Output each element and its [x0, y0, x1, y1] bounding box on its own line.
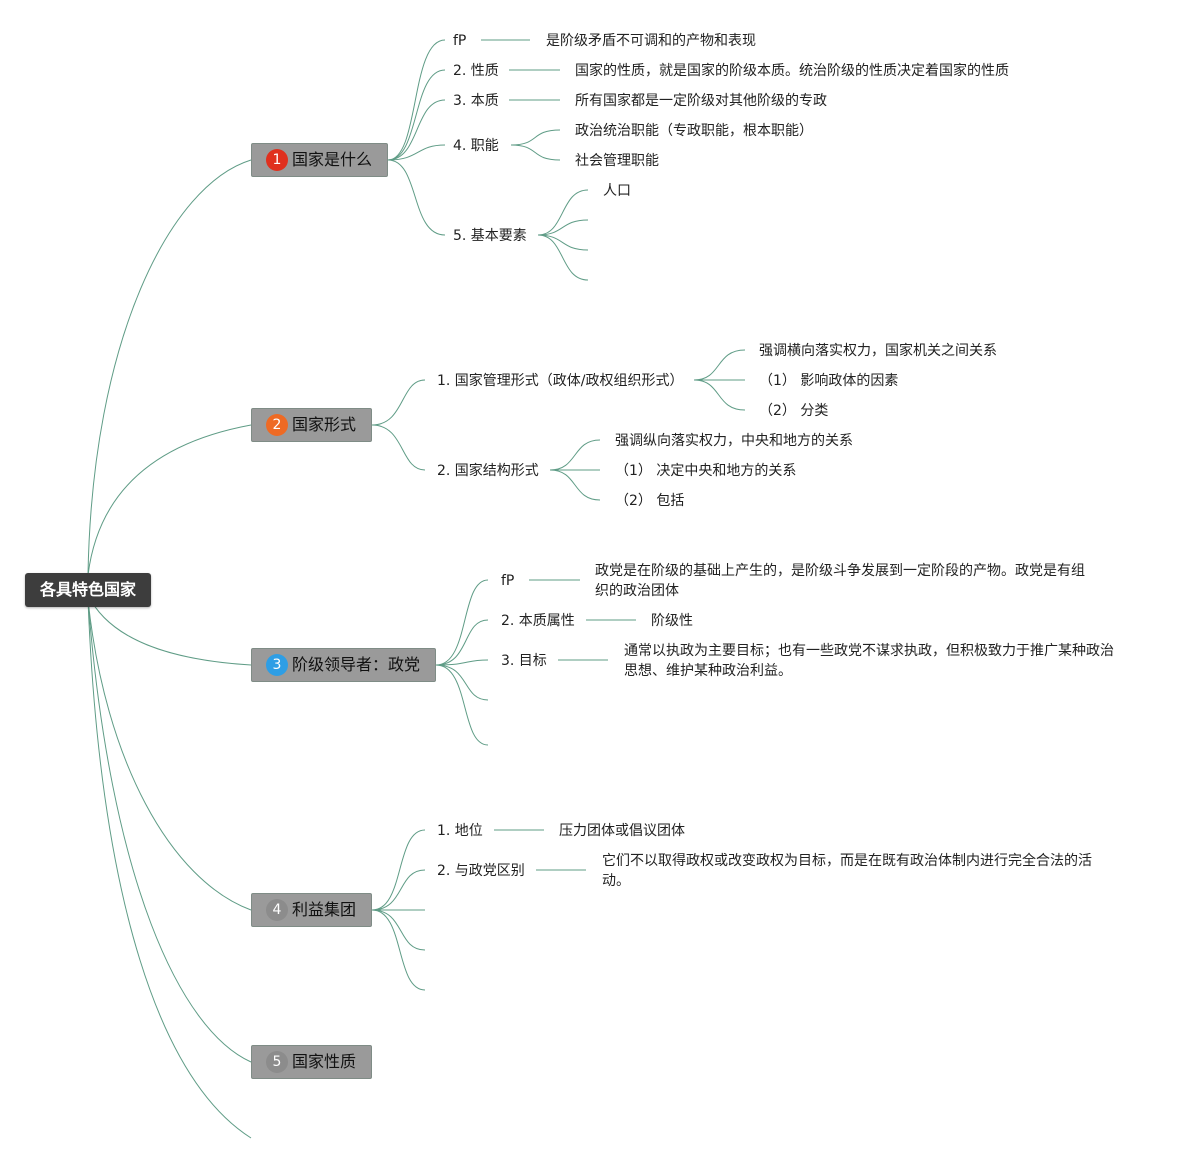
t2-c2-item-2[interactable]: （1） 决定中央和地方的关系	[615, 463, 797, 479]
t1-c1-label[interactable]: fP	[453, 33, 467, 49]
t3-c2-label[interactable]: 2. 本质属性	[501, 613, 575, 629]
root-node[interactable]: 各具特色国家	[25, 573, 151, 607]
number-badge-2: 2	[266, 414, 288, 436]
t4-c2-value[interactable]: 它们不以取得政权或改变政权为目标，而是在既有政治体制内进行完全合法的活动。	[602, 853, 1092, 889]
topic-label-3: 阶级领导者：政党	[292, 655, 421, 674]
t1-c5-label[interactable]: 5. 基本要素	[453, 228, 527, 244]
t2-c1-item-1[interactable]: 强调横向落实权力，国家机关之间关系	[759, 343, 997, 359]
t3-c1-label[interactable]: fP	[501, 573, 515, 589]
topic-node-5[interactable]: 5 国家性质	[251, 1045, 372, 1079]
t2-c1-item-3[interactable]: （2） 分类	[759, 403, 829, 419]
number-badge-1: 1	[266, 149, 288, 171]
t3-c3-value[interactable]: 通常以执政为主要目标；也有一些政党不谋求执政，但积极致力于推广某种政治思想、维护…	[624, 643, 1114, 679]
t4-c1-value[interactable]: 压力团体或倡议团体	[559, 823, 685, 839]
t1-c2-value[interactable]: 国家的性质，就是国家的阶级本质。统治阶级的性质决定着国家的性质	[575, 63, 1009, 79]
topic-label-4: 利益集团	[292, 900, 357, 919]
t3-c2-value[interactable]: 阶级性	[651, 613, 693, 629]
number-badge-3: 3	[266, 654, 288, 676]
number-badge-5: 5	[266, 1051, 288, 1073]
t4-c1-label[interactable]: 1. 地位	[437, 823, 483, 839]
t2-c1-label[interactable]: 1. 国家管理形式（政体/政权组织形式）	[437, 373, 684, 389]
number-badge-4: 4	[266, 899, 288, 921]
t1-c3-value[interactable]: 所有国家都是一定阶级对其他阶级的专政	[575, 93, 827, 109]
t2-c2-item-3[interactable]: （2） 包括	[615, 493, 685, 509]
t1-c2-label[interactable]: 2. 性质	[453, 63, 499, 79]
topic-node-2[interactable]: 2 国家形式	[251, 408, 372, 442]
topic-node-3[interactable]: 3 阶级领导者：政党	[251, 648, 436, 682]
t1-c4-label[interactable]: 4. 职能	[453, 138, 499, 154]
t2-c2-label[interactable]: 2. 国家结构形式	[437, 463, 539, 479]
topic-node-1[interactable]: 1 国家是什么	[251, 143, 388, 177]
t1-c4-item-1[interactable]: 政治统治职能（专政职能，根本职能）	[575, 123, 813, 139]
t4-c2-label[interactable]: 2. 与政党区别	[437, 863, 525, 879]
t3-c1-value[interactable]: 政党是在阶级的基础上产生的，是阶级斗争发展到一定阶段的产物。政党是有组织的政治团…	[595, 563, 1085, 599]
t2-c2-item-1[interactable]: 强调纵向落实权力，中央和地方的关系	[615, 433, 853, 449]
t1-c3-label[interactable]: 3. 本质	[453, 93, 499, 109]
t3-c3-label[interactable]: 3. 目标	[501, 653, 547, 669]
t1-c4-item-2[interactable]: 社会管理职能	[575, 153, 659, 169]
t2-c1-item-2[interactable]: （1） 影响政体的因素	[759, 373, 899, 389]
t1-c1-value[interactable]: 是阶级矛盾不可调和的产物和表现	[546, 33, 756, 49]
topic-label-1: 国家是什么	[292, 150, 373, 169]
topic-label-2: 国家形式	[292, 415, 357, 434]
topic-node-4[interactable]: 4 利益集团	[251, 893, 372, 927]
t1-c5-item-1[interactable]: 人口	[603, 183, 631, 199]
topic-label-5: 国家性质	[292, 1052, 357, 1071]
